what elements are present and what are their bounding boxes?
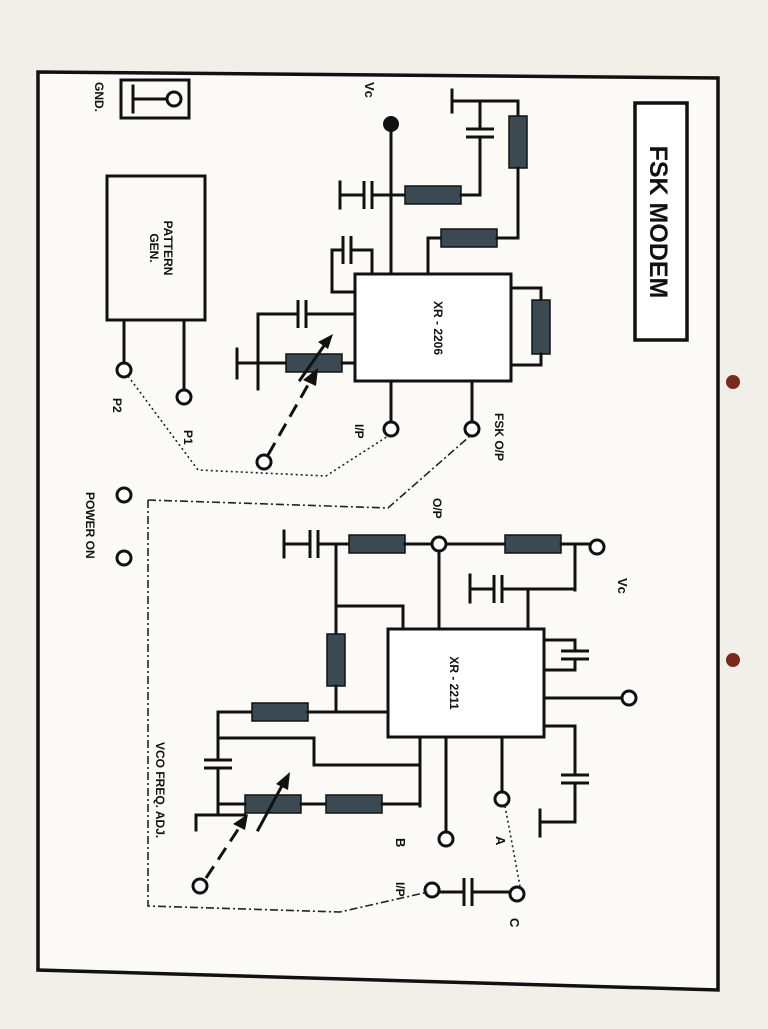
xr2206-input-terminal[interactable]	[382, 420, 400, 438]
resistor	[508, 115, 528, 169]
vco-pot-terminal[interactable]	[191, 877, 209, 895]
resistor	[504, 534, 562, 554]
xr2211-op-label: O/P	[430, 498, 444, 519]
p2-to-ip-patch	[127, 375, 389, 477]
power-on-label: POWER ON	[83, 492, 97, 559]
terminal-c[interactable]	[508, 885, 526, 903]
patch-connections	[127, 375, 521, 913]
terminal-b[interactable]	[437, 830, 455, 848]
xr2206-ip-label: I/P	[352, 424, 366, 439]
xr2206-section: XR - 2206	[235, 88, 551, 456]
fsk-output-terminal[interactable]	[463, 420, 481, 438]
terminal-a[interactable]	[493, 790, 511, 808]
fsk-op-label: FSK O/P	[492, 413, 506, 461]
power-on-terminal-1[interactable]	[115, 486, 133, 504]
power-to-demod-ip-patch	[147, 500, 429, 913]
fsk-op-patch	[147, 435, 471, 509]
power-on-terminal-2[interactable]	[115, 549, 133, 567]
resistor	[251, 702, 309, 722]
vc-right-terminal[interactable]	[588, 538, 606, 556]
vc-right-label: Vc	[615, 578, 630, 594]
resistor	[325, 794, 383, 814]
xr2206-pot-terminal[interactable]	[255, 453, 273, 471]
xr2211-pin-terminal[interactable]	[620, 689, 638, 707]
xr2211-ic	[386, 627, 546, 739]
p1-terminal[interactable]	[175, 388, 193, 406]
xr2211-ip-label: I/P	[393, 882, 407, 897]
page-frame	[36, 70, 720, 992]
binder-hole-bottom	[726, 653, 740, 667]
a-to-c-patch	[504, 805, 521, 887]
terminal-a-label: A	[493, 836, 508, 846]
vco-adj-label: VCO FREQ. ADJ.	[153, 742, 167, 838]
title-box: FSK MODEM	[633, 101, 689, 342]
xr2211-output-terminal[interactable]	[430, 535, 448, 553]
xr2206-label: XR - 2206	[431, 301, 445, 355]
xr2211-section: XR - 2211	[194, 529, 624, 906]
xr2211-label: XR - 2211	[447, 656, 461, 710]
resistor	[404, 185, 462, 205]
pattern-gen-line-1: PATTERN	[161, 221, 175, 276]
title: FSK MODEM	[644, 146, 672, 299]
p2-terminal[interactable]	[115, 361, 133, 379]
terminal-b-label: B	[393, 838, 408, 847]
p1-label: P1	[181, 430, 195, 445]
terminal-c-label: C	[507, 918, 522, 928]
pattern-gen-line-2: GEN.	[147, 233, 161, 262]
resistor	[531, 299, 551, 355]
variable-resistor	[285, 353, 343, 373]
xr2211-input-terminal[interactable]	[423, 881, 441, 899]
resistor	[440, 228, 498, 248]
gnd-symbol	[119, 78, 191, 120]
pattern-generator: PATTERN GEN.	[105, 174, 207, 392]
binder-hole-top	[726, 375, 740, 389]
resistor	[326, 633, 346, 687]
resistor	[348, 534, 406, 554]
gnd-label: GND.	[92, 82, 106, 112]
vc-top-label: Vc	[362, 82, 377, 98]
p2-label: P2	[110, 398, 124, 413]
xr2206-ic	[353, 272, 513, 383]
